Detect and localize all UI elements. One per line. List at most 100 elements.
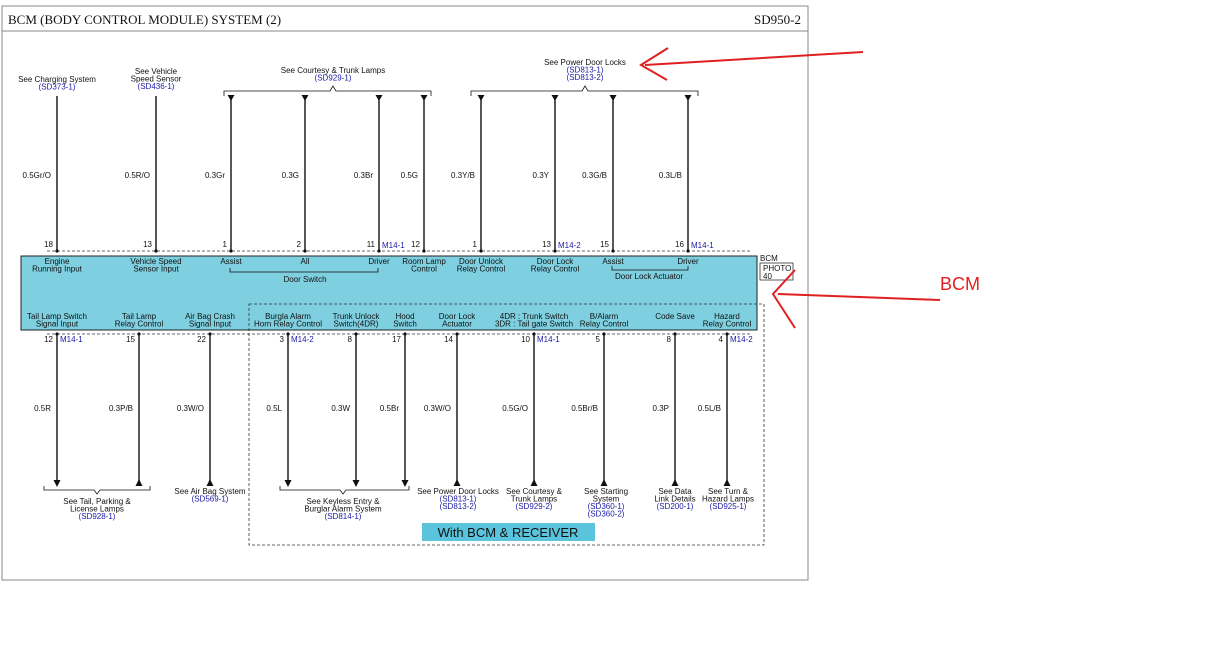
bottom-ref-text-7-line-0: See Turn & xyxy=(708,487,749,496)
top-pin-label-7-line-1: Relay Control xyxy=(531,265,580,274)
bottom-pin-label-4-line-0: Trunk Unlock xyxy=(333,312,381,321)
bottom-pin-label-0-line-0: Tail Lamp Switch xyxy=(27,312,87,321)
bottom-pin-dot-7 xyxy=(532,332,536,336)
top-wire-color-8: 0.3G/B xyxy=(582,171,607,180)
top-pin-dot-6 xyxy=(479,249,483,253)
bottom-ref-text-0-line-1: License Lamps xyxy=(70,505,124,514)
top-pin-label-6-line-0: Door Unlock xyxy=(459,257,504,266)
top-wire-color-6: 0.3Y/B xyxy=(451,171,475,180)
bottom-ref-text-3-line-0: See Power Door Locks xyxy=(417,487,499,496)
bottom-pin-label-3-line-1: Horn Relay Control xyxy=(254,320,322,329)
bottom-pin-dot-0 xyxy=(55,332,59,336)
group-bracket-door-lock-actuator xyxy=(611,266,689,271)
bottom-pin-label-5-line-0: Hood xyxy=(395,312,414,321)
top-pin-label-7-line-0: Door Lock xyxy=(537,257,574,266)
bottom-connector-3: M14-2 xyxy=(291,335,314,344)
top-pin-number-3: 2 xyxy=(297,240,302,249)
top-pin-dot-1 xyxy=(154,249,158,253)
bottom-pin-label-4-line-1: Switch(4DR) xyxy=(334,320,379,329)
top-ref-code-1-line-0: (SD436-1) xyxy=(138,82,175,91)
bottom-wire-color-5: 0.5Br xyxy=(380,404,399,413)
top-pin-number-6: 1 xyxy=(473,240,478,249)
top-pin-number-8: 15 xyxy=(600,240,609,249)
top-pin-dot-4 xyxy=(377,249,381,253)
top-pin-number-7: 13 xyxy=(542,240,551,249)
top-pin-label-0-line-1: Running Input xyxy=(32,265,83,274)
bottom-ref-code-5-line-1: (SD360-2) xyxy=(588,510,625,519)
top-ref-text-0-line-0: See Charging System xyxy=(18,75,96,84)
bottom-ref-text-4-line-1: Trunk Lamps xyxy=(511,495,557,504)
bottom-pin-dot-3 xyxy=(286,332,290,336)
bottom-ref-text-5-line-1: System xyxy=(593,495,620,504)
bottom-pin-dot-4 xyxy=(354,332,358,336)
top-pin-label-5-line-1: Control xyxy=(411,265,437,274)
bottom-terminal-arrow-0 xyxy=(53,480,61,487)
bottom-ref-text-5-line-0: See Starting xyxy=(584,487,628,496)
bottom-terminal-arrow-4 xyxy=(352,480,360,487)
top-pin-label-3-line-0: All xyxy=(301,257,310,266)
top-terminal-arrow-8 xyxy=(609,95,617,101)
bottom-pin-label-1-line-0: Tail Lamp xyxy=(122,312,157,321)
top-pin-dot-5 xyxy=(422,249,426,253)
bottom-terminal-up-9 xyxy=(671,479,679,486)
bottom-ref-code-3-line-0: (SD813-1) xyxy=(440,495,477,504)
bottom-pin-label-2-line-0: Air Bag Crash xyxy=(185,312,235,321)
top-connector-9: M14-1 xyxy=(691,241,714,250)
annotation-arrow-bcm xyxy=(771,269,941,329)
bottom-pin-number-2: 22 xyxy=(197,335,206,344)
top-terminal-arrow-5 xyxy=(420,95,428,101)
bottom-wire-color-7: 0.5G/O xyxy=(502,404,528,413)
top-pin-label-6-line-1: Relay Control xyxy=(457,265,506,274)
option-box-label: With BCM & RECEIVER xyxy=(438,525,579,540)
top-pin-dot-8 xyxy=(611,249,615,253)
bottom-pin-number-8: 5 xyxy=(596,335,601,344)
bcm-module-box xyxy=(20,255,758,331)
top-wire-color-0: 0.5Gr/O xyxy=(23,171,51,180)
top-ref-code-3-line-1: (SD813-2) xyxy=(567,73,604,82)
bottom-connector-7: M14-1 xyxy=(537,335,560,344)
top-terminal-arrow-9 xyxy=(684,95,692,101)
top-pin-dot-7 xyxy=(553,249,557,253)
top-pin-label-9-line-0: Driver xyxy=(677,257,699,266)
bottom-pin-dot-6 xyxy=(455,332,459,336)
bottom-wire-color-10: 0.5L/B xyxy=(698,404,721,413)
bottom-pin-number-1: 15 xyxy=(126,335,135,344)
top-connector-7: M14-2 xyxy=(558,241,581,250)
option-box-label-bg xyxy=(422,523,595,541)
bottom-pin-label-8-line-1: Relay Control xyxy=(580,320,629,329)
top-pin-number-1: 13 xyxy=(143,240,152,249)
bottom-pin-number-0: 12 xyxy=(44,335,53,344)
bracket-courtesy-trunk-lamps xyxy=(223,85,432,96)
bottom-wire-color-6: 0.3W/O xyxy=(424,404,451,413)
bottom-pin-number-10: 4 xyxy=(719,335,724,344)
top-pin-label-0-line-0: Engine xyxy=(45,257,70,266)
page-code: SD950-2 xyxy=(754,12,801,27)
bottom-terminal-up-1 xyxy=(135,479,143,486)
bottom-ref-code-6-line-0: (SD200-1) xyxy=(657,502,694,511)
top-ref-text-3-line-0: See Power Door Locks xyxy=(544,58,626,67)
bracket-tail-parking-lamps xyxy=(43,486,151,495)
photo-number: 40 xyxy=(763,272,772,281)
top-pin-label-5-line-0: Room Lamp xyxy=(402,257,446,266)
annotation-label: BCM xyxy=(940,274,980,294)
bottom-ref-code-7-line-0: (SD925-1) xyxy=(710,502,747,511)
bottom-pin-label-0-line-1: Signal Input xyxy=(36,320,79,329)
bottom-wire-color-2: 0.3W/O xyxy=(177,404,204,413)
bottom-pin-label-8-line-0: B/Alarm xyxy=(590,312,619,321)
bottom-pin-label-3-line-0: Burgla Alarm xyxy=(265,312,311,321)
top-pin-number-2: 1 xyxy=(223,240,228,249)
top-pin-number-4: 11 xyxy=(367,240,376,249)
top-wire-color-4: 0.3Br xyxy=(354,171,373,180)
bottom-pin-dot-8 xyxy=(602,332,606,336)
bottom-ref-code-4-line-0: (SD929-2) xyxy=(516,502,553,511)
bottom-ref-code-1-line-0: (SD569-1) xyxy=(192,495,229,504)
top-pin-label-2-line-0: Assist xyxy=(220,257,242,266)
bracket-power-door-locks xyxy=(470,85,699,96)
photo-label: PHOTO xyxy=(763,264,791,273)
bottom-pin-number-6: 14 xyxy=(444,335,453,344)
bottom-pin-label-7-line-0: 4DR : Trunk Switch xyxy=(500,312,568,321)
bottom-terminal-up-10 xyxy=(723,479,731,486)
bottom-pin-label-7-line-1: 3DR : Tail gate Switch xyxy=(495,320,573,329)
bottom-pin-dot-1 xyxy=(137,332,141,336)
